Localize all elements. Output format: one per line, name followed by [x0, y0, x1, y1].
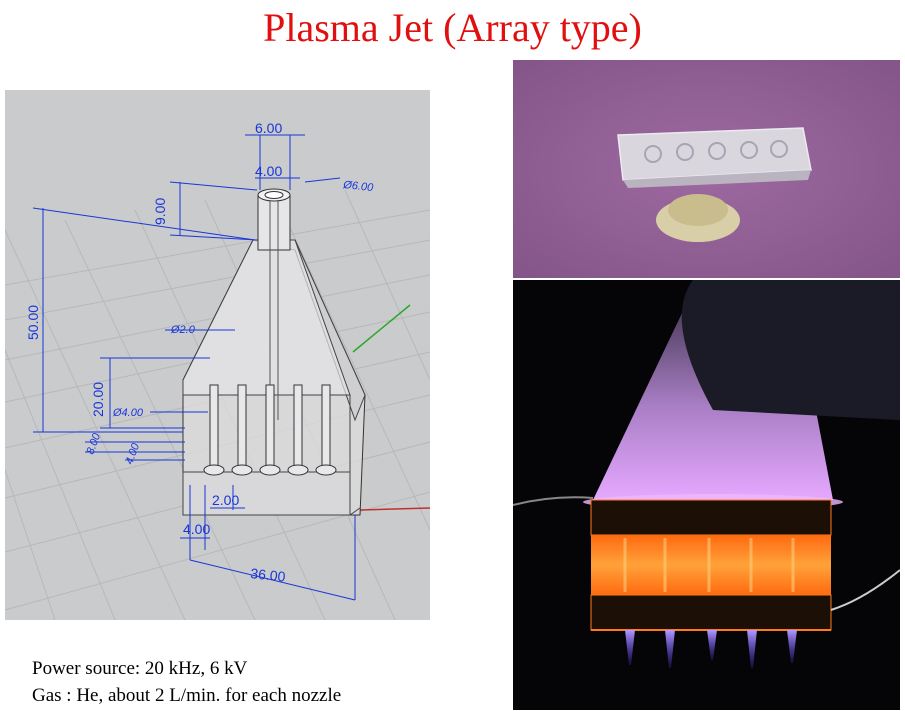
dim-top-width: 6.00 — [255, 120, 282, 136]
dim-nozzle-height: 20.00 — [90, 382, 106, 417]
dim-pipe-diameter: Ø6.00 — [342, 179, 375, 194]
device-photo — [513, 60, 900, 278]
dim-inner-width: 4.00 — [255, 163, 282, 179]
power-spec: Power source: 20 kHz, 6 kV — [32, 658, 248, 679]
specs-text: Power source: 20 kHz, 6 kV Gas : He, abo… — [32, 655, 341, 709]
plasma-photo — [513, 280, 900, 710]
page-title: Plasma Jet (Array type) — [263, 5, 642, 50]
dim-total-width: 36.00 — [250, 565, 287, 585]
gas-spec: Gas : He, about 2 L/min. for each nozzle — [32, 685, 342, 706]
dim-nozzle-pitch: 2.00 — [212, 492, 239, 508]
cad-drawing: 6.00 4.00 Ø6.00 9.00 50.00 Ø2.0 20.00 Ø4… — [5, 90, 430, 620]
dim-inner-diameter: Ø2.0 — [170, 324, 196, 336]
dim-nozzle-offset: 4.00 — [183, 521, 210, 537]
dim-side-offset: 4.00 — [124, 441, 143, 466]
dim-pipe-height: 9.00 — [152, 198, 168, 225]
dim-total-height: 50.00 — [25, 305, 41, 340]
dim-nozzle-diameter: Ø4.00 — [112, 407, 144, 419]
